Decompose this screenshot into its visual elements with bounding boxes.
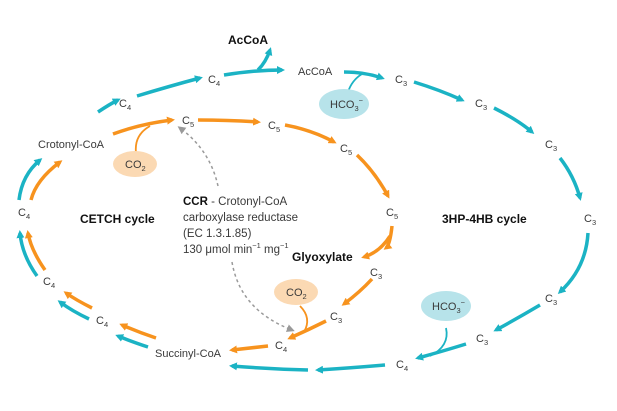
c4-label: C4 (18, 207, 30, 221)
arrow-c4-to-crotonyl-teal (17, 158, 43, 201)
arrow-c3-to-c3-orange (341, 277, 374, 306)
ccr-line2: carboxylase reductase (183, 212, 298, 224)
arrow-c3-to-c3-b (493, 106, 535, 134)
svg-text:CCR - Crotonyl-CoA: CCR - Crotonyl-CoA (183, 196, 287, 208)
arrow-succinyl-to-c4-teal (115, 334, 149, 349)
arrow-c5-to-c5-a (197, 117, 261, 126)
hp4hb-arrows (16, 47, 590, 374)
svg-text:HCO3−: HCO3− (330, 96, 364, 113)
arrow-c3-to-c4-orange (287, 319, 327, 340)
hco3-top-curve (347, 73, 363, 93)
arrow-c4-to-mid-bottom (315, 363, 386, 374)
c4-label: C4 (43, 276, 55, 290)
arrow-c3-to-c4-bottom (415, 342, 467, 361)
ccr-dashed-down (231, 261, 295, 332)
co2-badge-bottom: CO2 (274, 279, 318, 305)
c4-label: C4 (396, 359, 408, 373)
arrow-c4-to-c4-orange-c (24, 230, 47, 272)
c3-label: C3 (545, 293, 557, 307)
c5-label: C5 (340, 143, 352, 157)
cetch-cycle-label: CETCH cycle (80, 212, 155, 226)
arrow-c4-to-c4-orange-b (63, 291, 93, 310)
ccr-annotation: CCR - Crotonyl-CoA carboxylase reductase… (183, 196, 298, 256)
c4-label: C4 (208, 74, 220, 88)
arrow-mid-to-left-bottom (229, 362, 309, 372)
ccr-abbr: CCR (183, 196, 209, 208)
arrow-c4-to-crotonyl-orange (29, 160, 63, 201)
arrow-c3-to-c3-a (413, 80, 465, 102)
arrow-c4-to-c4-top (136, 75, 203, 98)
c3-label: C3 (545, 139, 557, 153)
accoa-product-label: AcCoA (228, 33, 268, 47)
succinyl-coa-label: Succinyl-CoA (155, 348, 222, 360)
c4-label: C4 (119, 98, 131, 112)
c3-label: C3 (370, 267, 382, 281)
c4-label: C4 (96, 315, 108, 329)
svg-text:HCO3−: HCO3− (432, 298, 466, 315)
hco3-badge-bottom: HCO3− (421, 291, 471, 321)
arrow-c5-to-c5-c (355, 153, 390, 199)
co2-badge-top: CO2 (113, 151, 157, 177)
accoa-label: AcCoA (298, 66, 333, 78)
arrow-branch-accoa-top (256, 47, 273, 72)
crotonyl-coa-label: Crotonyl-CoA (38, 139, 105, 151)
c5-label: C5 (182, 115, 194, 129)
c3-label: C3 (330, 311, 342, 325)
arrow-c3-to-c3-e (493, 303, 541, 332)
arrow-c4-to-c4-teal-b (57, 300, 90, 321)
hp4hb-cycle-label: 3HP-4HB cycle (442, 212, 527, 226)
arrow-c4-to-c4-teal-c (16, 230, 39, 278)
arrow-c3-to-c3-d (557, 232, 590, 295)
co2-top-curve (134, 125, 151, 154)
svg-text:CO2: CO2 (125, 159, 146, 173)
carbon-labels: C4 C4 C3 C3 C3 C3 C3 C3 C4 C5 C5 C5 C5 C… (18, 74, 596, 373)
arrow-c4-to-succinyl (229, 344, 269, 354)
ccr-activity: 130 μmol min−1 mg−1 (183, 241, 289, 256)
arrow-succinyl-to-c4-orange (119, 323, 157, 340)
c3-label: C3 (395, 74, 407, 88)
hco3-bottom-curve (429, 327, 448, 357)
co2-bottom-curve (299, 305, 309, 333)
c3-label: C3 (476, 333, 488, 347)
c3-label: C3 (475, 98, 487, 112)
hco3-badge-top: HCO3− (319, 89, 369, 119)
cetch-arrows (24, 116, 394, 354)
ccr-ec: (EC 1.3.1.85) (183, 228, 252, 240)
arrow-crotonyl-to-c5 (112, 116, 175, 136)
arrow-c3-to-c3-c (558, 156, 583, 201)
arrow-c4-to-accoa (223, 66, 285, 77)
c3-label: C3 (584, 213, 596, 227)
arrow-branch-glyoxylate (361, 235, 392, 260)
c4-label: C4 (275, 340, 287, 354)
glyoxylate-label: Glyoxylate (292, 250, 353, 264)
ccr-dashed-up (177, 126, 219, 187)
arrow-c4-to-c4-top-left (97, 98, 121, 114)
arrow-c5-to-branch (383, 225, 394, 250)
arrow-accoa-to-c3 (343, 70, 385, 81)
c5-label: C5 (268, 120, 280, 134)
arrow-c5-to-c5-b (284, 123, 337, 144)
c5-label: C5 (386, 207, 398, 221)
svg-text:CO2: CO2 (286, 287, 307, 301)
